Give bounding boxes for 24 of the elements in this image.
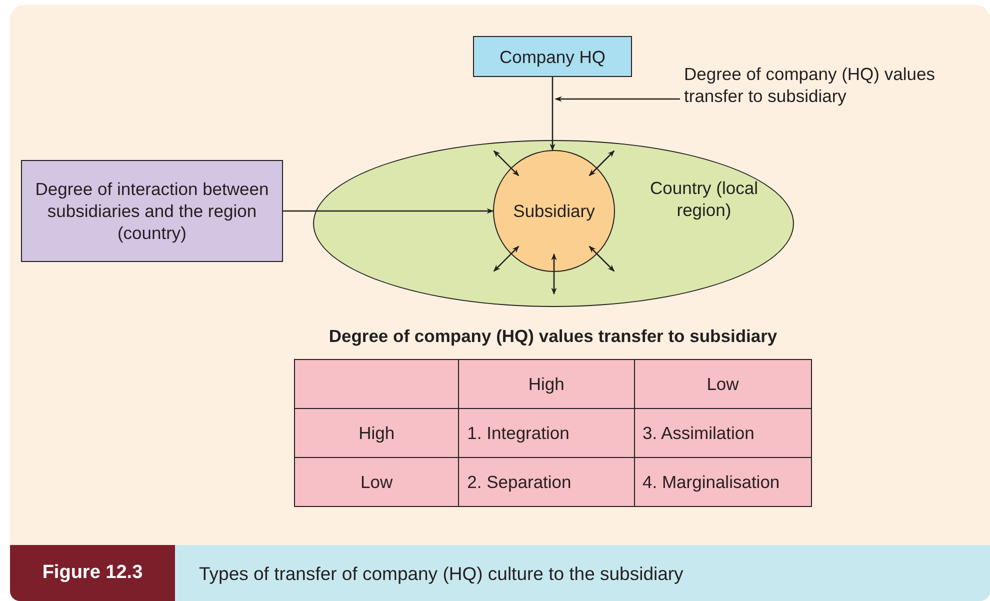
caption-text: Types of transfer of company (HQ) culture to the subsidiary — [199, 563, 684, 585]
table-cell: 4. Marginalisation — [634, 458, 812, 506]
arrow — [588, 150, 615, 176]
table-cell: High — [294, 408, 459, 458]
arrow — [493, 246, 520, 272]
leader-line — [554, 96, 680, 102]
table-cell: 3. Assimilation — [634, 408, 812, 458]
region-label: Country (local region) — [649, 177, 759, 221]
arrow — [283, 208, 494, 214]
table-cell: 2. Separation — [458, 458, 634, 506]
annotation-text: Degree of company (HQ) values transfer to subsidiary — [684, 63, 984, 111]
arrow — [551, 253, 557, 295]
interaction-box: Degree of interaction between subsidiaries and the region (country) — [21, 160, 283, 262]
arrow — [550, 77, 556, 151]
table-cell: 1. Integration — [458, 408, 634, 458]
table-heading: Degree of company (HQ) values transfer to subsidiary — [328, 326, 778, 347]
table-cell: Low — [634, 360, 812, 408]
arrow — [588, 246, 615, 272]
subsidiary-circle: Subsidiary — [493, 150, 615, 272]
arrow — [493, 150, 520, 176]
table-cell: Low — [294, 458, 459, 506]
table-cell: High — [458, 360, 634, 408]
hq-box: Company HQ — [473, 36, 632, 77]
figure-number: Figure 12.3 — [10, 545, 175, 601]
